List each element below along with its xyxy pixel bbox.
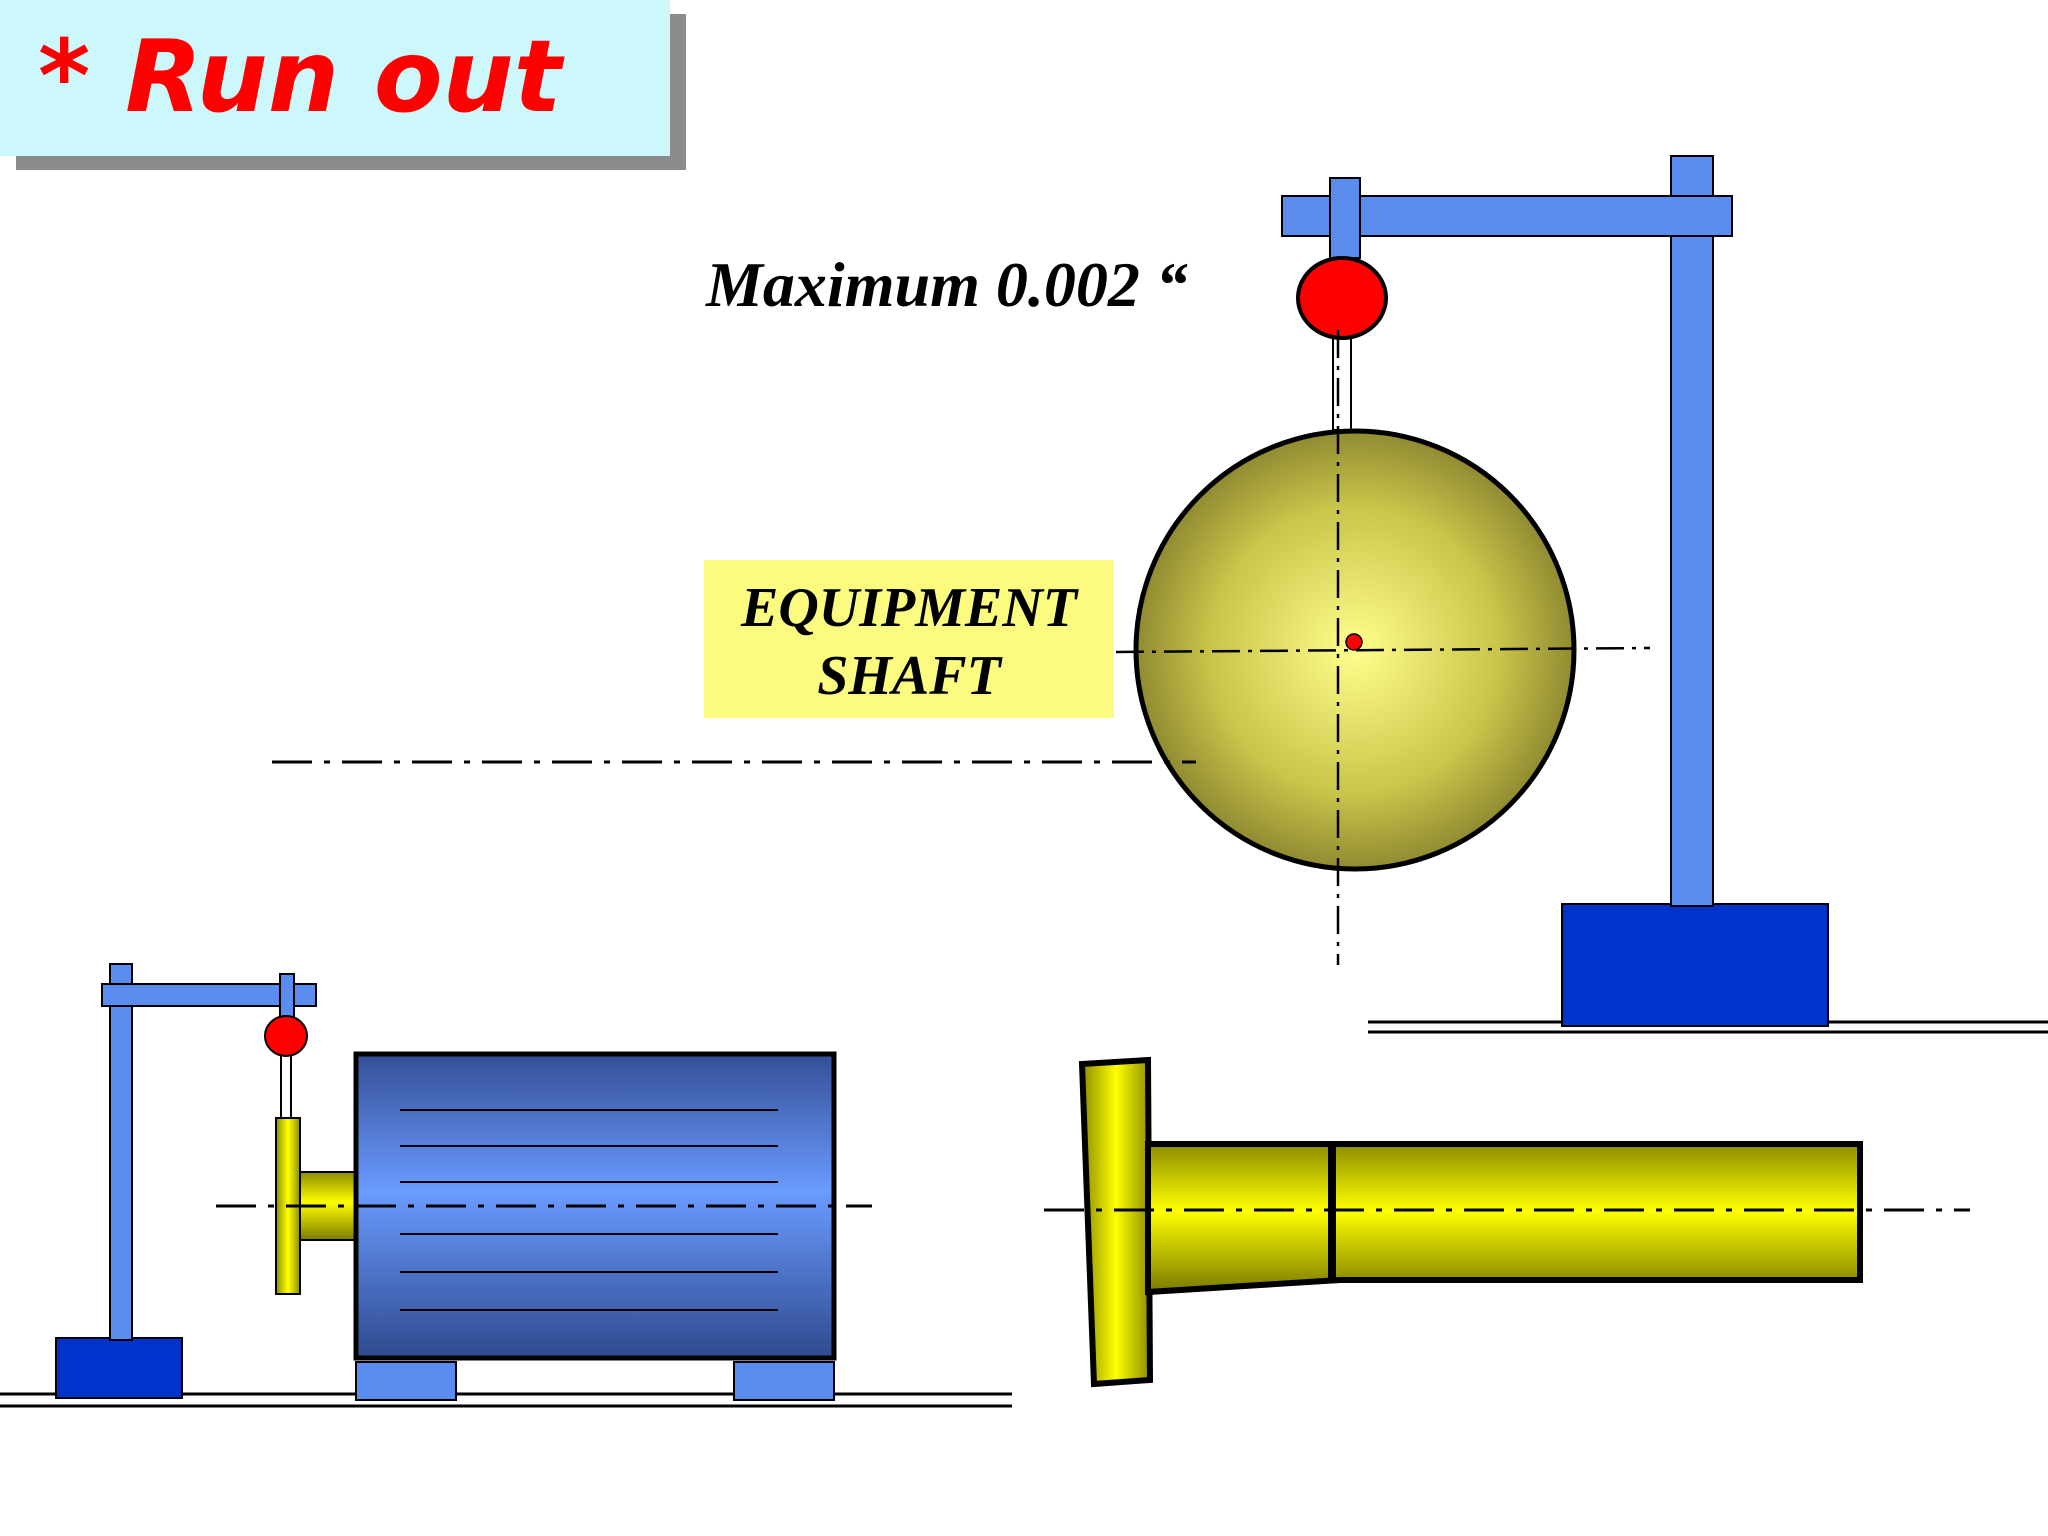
stand-arm [101, 983, 317, 1007]
indicator-stem [280, 1051, 292, 1123]
label-line-1: EQUIPMENT [740, 577, 1078, 639]
dial-indicator-icon [1296, 256, 1388, 340]
equipment-shaft-label: EQUIPMENT SHAFT [704, 560, 1114, 718]
shaft-center-dot [1345, 633, 1363, 651]
stand-rod [1670, 155, 1714, 907]
motor-foot [355, 1361, 457, 1401]
horizontal-centerline [1115, 646, 1651, 654]
title-banner: * Run out [0, 0, 670, 156]
shaft-body [1145, 1141, 1863, 1296]
shaft-side-assembly [1044, 1056, 1970, 1388]
shaft-section-assembly [272, 155, 2048, 1034]
stand-rod [109, 963, 133, 1341]
label-line-2: SHAFT [817, 645, 1001, 707]
tilted-flange [1078, 1056, 1154, 1388]
indicator-clamp [279, 973, 295, 1021]
dial-indicator-icon [264, 1015, 308, 1057]
stand-base [55, 1337, 183, 1399]
motor-assembly [0, 963, 1012, 1408]
slide-title: * Run out [38, 18, 562, 135]
motor-foot [733, 1361, 835, 1401]
motor-cooling-fins [400, 1109, 778, 1311]
max-runout-note: Maximum 0.002 “ [706, 249, 1188, 320]
indicator-clamp [1329, 177, 1361, 259]
indicator-stem [1332, 329, 1352, 431]
stand-base [1561, 903, 1829, 1027]
